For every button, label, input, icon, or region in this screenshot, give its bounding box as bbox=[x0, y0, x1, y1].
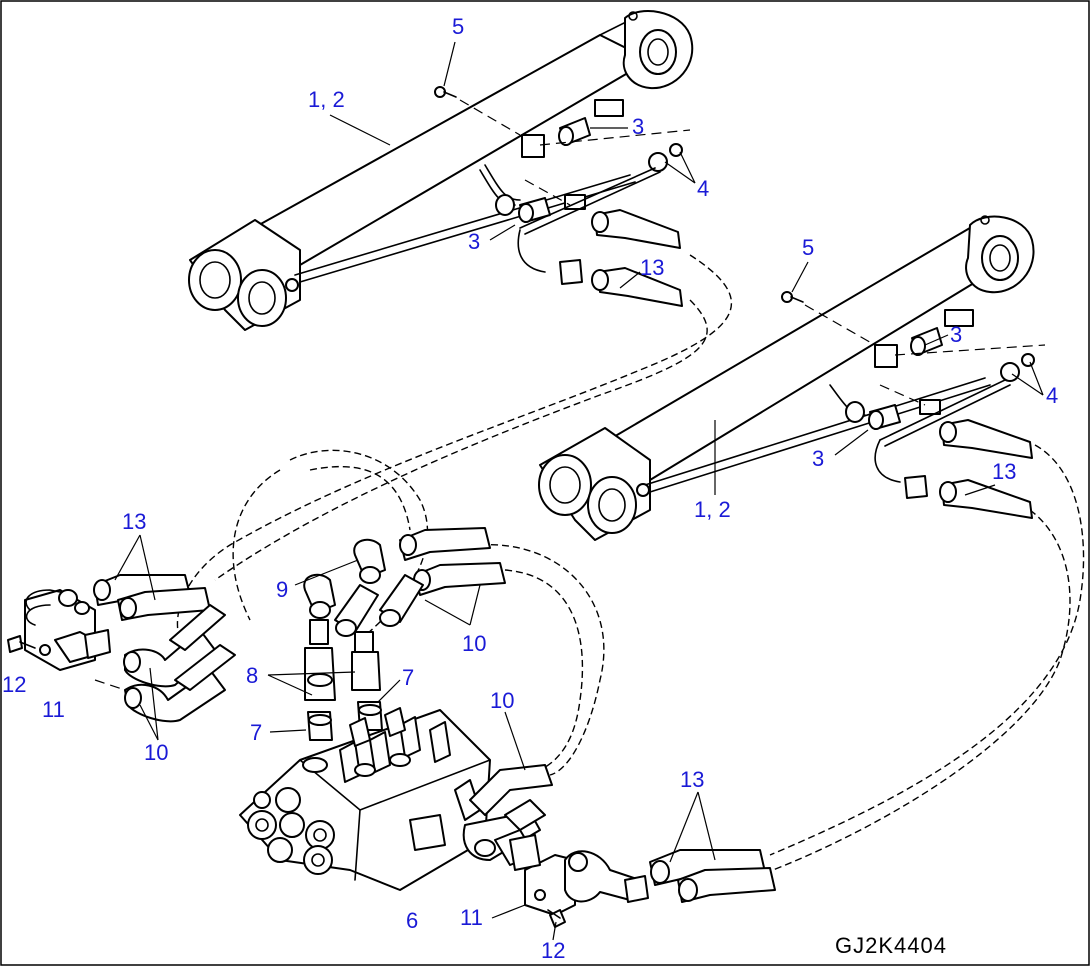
hose-route-e bbox=[289, 449, 429, 641]
hose-route-f bbox=[309, 465, 411, 531]
hose-route-c bbox=[479, 544, 605, 776]
callout-1-2-b: 1, 2 bbox=[694, 497, 731, 522]
callout-6: 6 bbox=[406, 908, 418, 933]
hose-route-b bbox=[214, 299, 708, 581]
hose-end-right-b bbox=[677, 867, 776, 903]
callout-12-b: 12 bbox=[541, 938, 565, 963]
leader-lines bbox=[114, 41, 1044, 941]
callout-13-a: 13 bbox=[640, 255, 664, 280]
callout-9: 9 bbox=[276, 577, 288, 602]
callout-3-d: 3 bbox=[812, 446, 824, 471]
adapter-8-b bbox=[351, 651, 381, 691]
control-valve bbox=[239, 707, 553, 891]
callout-5-b: 5 bbox=[802, 235, 814, 260]
hose-route-h bbox=[769, 444, 1085, 856]
callout-13-c: 13 bbox=[122, 509, 146, 534]
callout-1-2-a: 1, 2 bbox=[308, 87, 345, 112]
callout-labels: 5 1, 2 3 4 3 13 5 3 4 3 13 1, 2 13 9 10 … bbox=[2, 14, 1058, 963]
callout-3-b: 3 bbox=[468, 229, 480, 254]
hose-route-i bbox=[759, 509, 1071, 876]
hose-route-g bbox=[232, 469, 281, 621]
callout-11-b: 11 bbox=[460, 905, 483, 930]
callout-10-a: 10 bbox=[462, 631, 486, 656]
callout-5-a: 5 bbox=[452, 14, 464, 39]
hose-end-center-a bbox=[399, 527, 491, 561]
drawing-code: GJ2K4404 bbox=[835, 933, 947, 958]
cylinder-upper-rod-line bbox=[294, 174, 631, 276]
lower-fittings bbox=[781, 291, 1046, 519]
callout-13-d: 13 bbox=[680, 767, 704, 792]
hose-route-d bbox=[504, 569, 584, 771]
hose-end-center-b bbox=[414, 562, 506, 596]
hose-route-a bbox=[176, 254, 733, 641]
callout-4-b: 4 bbox=[1046, 383, 1058, 408]
cylinder-upper-body bbox=[249, 34, 651, 266]
bolt-left bbox=[7, 635, 23, 653]
callout-3-a: 3 bbox=[632, 114, 644, 139]
hose-end-upper-a bbox=[594, 209, 681, 249]
right-bracket-assembly bbox=[509, 834, 776, 928]
callout-12-a: 12 bbox=[2, 672, 26, 697]
callout-7-b: 7 bbox=[250, 720, 262, 745]
cylinder-lower bbox=[538, 215, 1035, 541]
callout-4-a: 4 bbox=[697, 176, 709, 201]
callout-11-a: 11 bbox=[42, 697, 65, 722]
callout-3-c: 3 bbox=[950, 322, 962, 347]
callout-10-c: 10 bbox=[144, 740, 168, 765]
hose-routes bbox=[176, 254, 1085, 876]
hose-end-lower-b bbox=[941, 479, 1033, 519]
cylinder-upper bbox=[188, 10, 694, 331]
center-fittings bbox=[303, 527, 506, 741]
callout-10-b: 10 bbox=[490, 688, 514, 713]
hose-end-lower-a bbox=[941, 419, 1033, 459]
hose-end-upper-b bbox=[597, 267, 683, 307]
callout-7-a: 7 bbox=[402, 665, 414, 690]
callout-8: 8 bbox=[246, 663, 258, 688]
upper-fittings bbox=[434, 86, 691, 307]
callout-13-b: 13 bbox=[992, 459, 1016, 484]
left-bracket-assembly bbox=[7, 574, 236, 723]
hose-end-valve-a bbox=[469, 764, 553, 816]
